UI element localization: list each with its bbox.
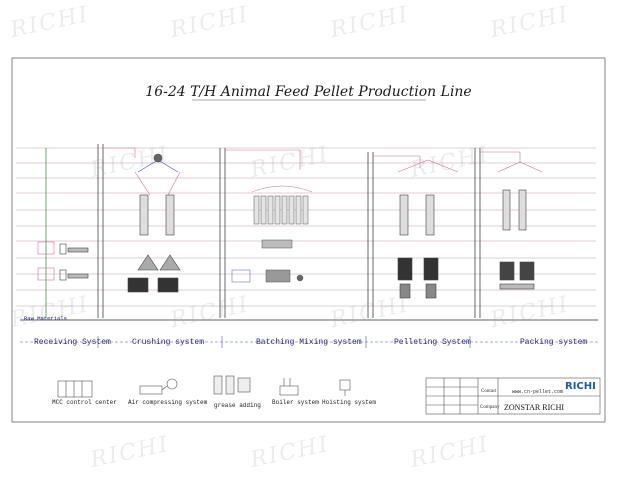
section-label-crushing: Crushing system	[132, 338, 205, 347]
section-label-batching-mixing: Batching Mixing system	[256, 338, 362, 347]
outer-border	[11, 57, 606, 423]
aux-label-hoisting: Hoisting system	[322, 399, 377, 406]
hoist-icon	[339, 379, 351, 396]
boiler-icon	[279, 378, 299, 396]
aux-label-mcc: MCC control center	[52, 399, 117, 406]
title-block	[425, 377, 601, 415]
section-label-receiving: Receiving System	[34, 338, 111, 347]
section-separators	[97, 336, 471, 348]
receiving-equipment	[37, 241, 89, 281]
crushing-equipment	[127, 153, 181, 293]
horizontal-conveyor-lines	[16, 147, 596, 307]
title-block-company: ZONSTAR RICHI	[504, 403, 565, 412]
richi-logo: RICHI	[565, 381, 596, 392]
feed-pipes	[103, 147, 521, 170]
control-cabinet-icon	[57, 380, 93, 398]
packing-equipment	[497, 161, 543, 290]
bucket-elevators	[45, 144, 481, 318]
aux-label-air-compressing: Air compressing system	[128, 399, 208, 406]
section-label-pelleting: Pelleting System	[394, 338, 471, 347]
title-block-website: www.cn-pellet.com	[512, 389, 564, 395]
raw-materials-label: Raw Materials	[24, 315, 67, 322]
air-compressor-icon	[139, 378, 178, 395]
aux-label-boiler: Boiler system	[272, 399, 319, 406]
grease-tank-icon	[213, 375, 251, 395]
aux-label-grease: grease adding	[214, 402, 261, 409]
section-label-packing: Packing system	[520, 338, 588, 347]
title-block-company-label: Company	[480, 405, 500, 410]
pelleting-equipment	[397, 159, 459, 299]
diagram-title: 16-24 T/H Animal Feed Pellet Production …	[145, 84, 472, 100]
batching-bins	[231, 185, 313, 283]
title-block-contact-label: Contact	[481, 389, 497, 394]
